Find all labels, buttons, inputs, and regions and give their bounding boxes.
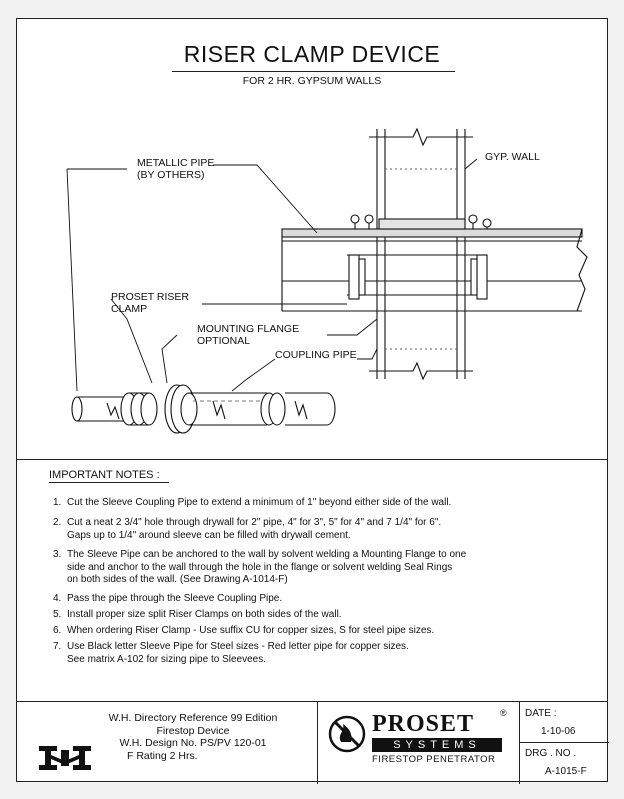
riser-clamp-drawing [66,127,588,434]
brand-tagline: FIRESTOP PENETRATOR [372,754,496,765]
registered-mark: ® [500,708,507,718]
note-text: Gaps up to 1/4" around sleeve can be fil… [67,529,351,541]
callout-mounting-flange: MOUNTING FLANGE OPTIONAL [197,323,299,347]
note-number: 5. [53,609,62,620]
note-item: 3. The Sleeve Pipe can be anchored to the… [53,549,466,587]
callout-coupling-pipe: COUPLING PIPE [275,349,357,361]
coupling-pipe-section [281,214,588,312]
note-item: 1. Cut the Sleeve Coupling Pipe to extend… [53,497,451,510]
note-text: side and anchor to the wall through the … [67,561,453,573]
note-text: Use Black letter Sleeve Pipe for Steel s… [67,641,409,652]
note-text: See matrix A-102 for sizing pipe to Slee… [67,653,266,665]
listing-reference: W.H. Directory Reference 99 Edition Fire… [93,712,293,762]
callout-mounting-flange-line1: MOUNTING FLANGE [197,323,300,335]
callout-mounting-flange-line2: OPTIONAL [197,335,251,347]
drawing-number-label: DRG . NO . [525,748,577,759]
callout-riser-clamp-line2: CLAMP [111,303,148,315]
no-fire-icon [328,715,366,753]
reference-device: Firestop Device [156,724,230,737]
callout-metallic-pipe-line1: METALLIC PIPE [137,157,215,169]
notes-divider [17,459,607,460]
wh-logo-icon [39,746,91,770]
reference-f-rating: F Rating 2 Hrs. [127,749,198,762]
note-text: When ordering Riser Clamp - Use suffix C… [67,625,435,636]
gypsum-wall [369,127,473,381]
note-text: Pass the pipe through the Sleeve Couplin… [67,593,283,604]
title-underline [172,71,455,72]
note-item: 4. Pass the pipe through the Sleeve Coupl… [53,593,282,606]
brand-systems: SYSTEMS [372,738,502,752]
note-item: 6. When ordering Riser Clamp - Use suffix… [53,625,434,638]
notes-heading-underline [49,482,169,483]
note-item: 7. Use Black letter Sleeve Pipe for Steel… [53,641,409,666]
note-number: 1. [53,497,62,508]
title-block: W.H. Directory Reference 99 Edition Fire… [17,701,609,784]
title-block-divider-3 [519,742,609,743]
note-number: 4. [53,593,62,604]
note-item: 2. Cut a neat 2 3/4" hole through drywall… [53,517,441,542]
callout-riser-clamp-line1: PROSET RISER [111,291,189,303]
note-text: on both sides of the wall. (See Drawing … [67,574,288,585]
note-number: 3. [53,549,62,560]
date-label: DATE : [525,708,557,719]
note-text: Cut the Sleeve Coupling Pipe to extend a… [67,497,452,508]
reference-design-no: W.H. Design No. PS/PV 120-01 [119,737,267,749]
note-text: The Sleeve Pipe can be anchored to the w… [67,549,467,560]
callout-metallic-pipe-line2: (BY OTHERS) [137,169,205,181]
note-number: 6. [53,625,62,636]
note-item: 5. Install proper size split Riser Clamps… [53,609,342,622]
note-number: 7. [53,641,62,652]
title-block-divider-1 [317,702,318,784]
brand-name: PROSET [372,711,475,737]
callout-metallic-pipe: METALLIC PIPE (BY OTHERS) [137,157,214,181]
page-subtitle: FOR 2 HR. GYPSUM WALLS [242,75,382,87]
note-number: 2. [53,517,62,528]
page-title: RISER CLAMP DEVICE [183,41,441,67]
exploded-assembly [71,384,336,434]
drawing-sheet: RISER CLAMP DEVICE FOR 2 HR. GYPSUM WALL… [16,18,609,784]
callout-riser-clamp: PROSET RISER CLAMP [111,291,189,315]
title-block-divider-2 [519,702,520,784]
note-text: Install proper size split Riser Clamps o… [67,609,342,620]
proset-brand: PROSET SYSTEMS FIRESTOP PENETRATOR [372,712,502,765]
reference-edition: W.H. Directory Reference 99 Edition [108,712,278,724]
notes-heading: IMPORTANT NOTES : [49,469,160,481]
drawing-number-value: A-1015-F [545,766,587,777]
callout-gyp-wall: GYP. WALL [485,151,540,163]
date-value: 1-10-06 [541,726,576,737]
note-text: Cut a neat 2 3/4" hole through drywall f… [67,517,442,528]
